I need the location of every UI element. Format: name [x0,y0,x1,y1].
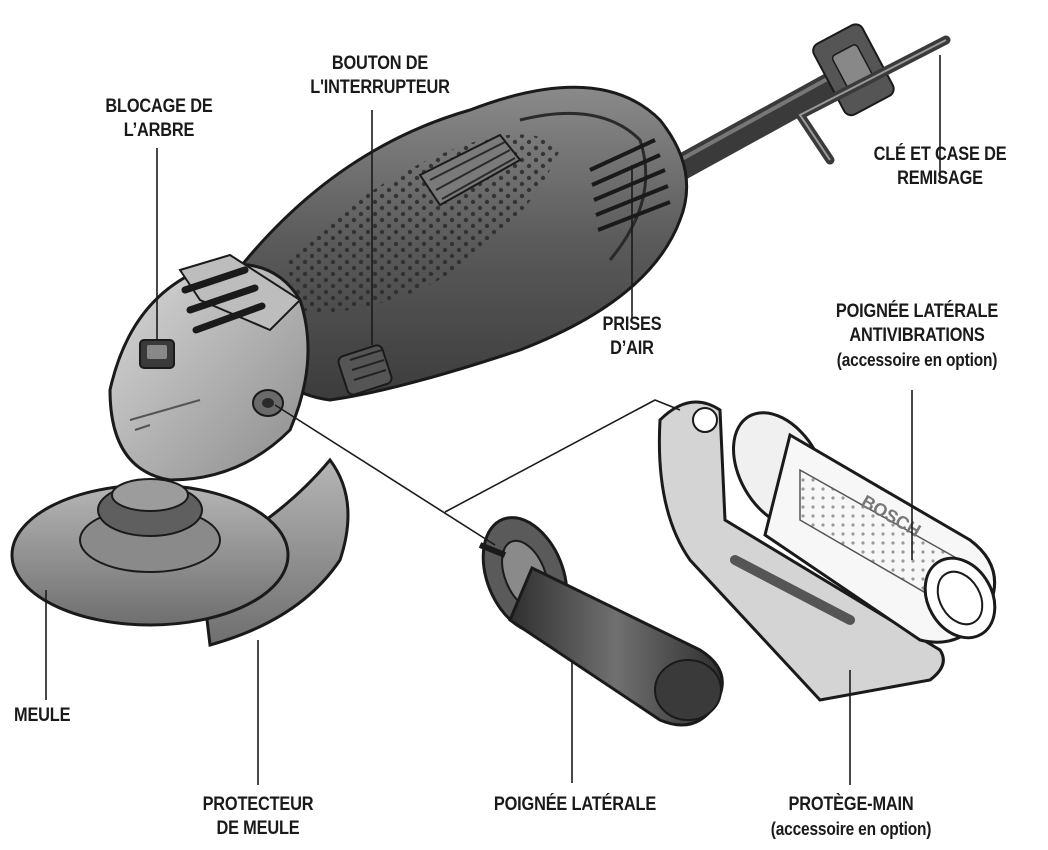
label-side-handle: POIGNÉE LATÉRALE [493,794,657,815]
wrench-storage-case [795,23,951,165]
switch-button [337,344,393,396]
antivibration-handle: BOSCH [732,411,997,644]
side-handle [478,516,724,727]
gear-head [108,253,310,482]
leader-lines [45,55,941,785]
label-hand-guard: PROTÈGE-MAIN(accessoire en option) [770,794,932,839]
hand-guard [657,400,945,702]
motor-housing [228,85,689,402]
assembly-lines [274,399,681,546]
shaft-lock-button [139,339,175,369]
grinding-wheel [10,478,290,627]
air-vents [589,138,671,232]
label-wheel: MEULE [14,705,71,726]
